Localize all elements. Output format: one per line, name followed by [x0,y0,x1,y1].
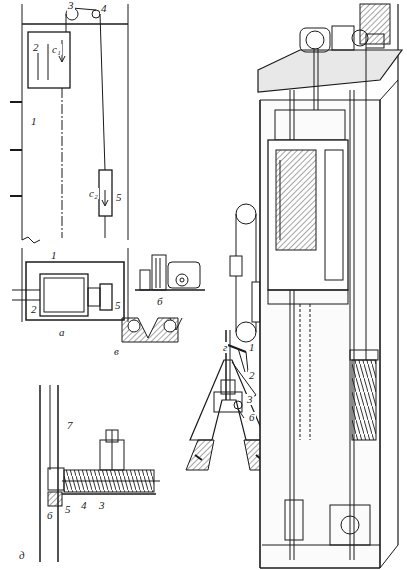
callout-label: 1 [50,250,58,261]
callout-label: 5 [64,504,72,515]
callout-label: 7 [66,420,74,431]
scheme-g [230,204,260,342]
callout-label: 2 [248,370,256,381]
callout-label: 3 [246,394,254,405]
safety-catcher [186,330,272,470]
callout-label: 5 [115,192,123,203]
callout-label: 2 [30,304,38,315]
scheme-d [40,385,160,562]
scheme-v-grooves [122,318,182,342]
elevator-shaft-view [258,4,402,568]
callout-label: б [156,296,164,307]
callout-label: 3 [98,500,106,511]
scheme-b-winch [135,255,205,290]
callout-label: 4 [100,3,108,14]
callout-label: г [222,342,228,353]
callout-label: 4 [80,500,88,511]
callout-label: д [18,550,26,561]
callout-label: с₂ [88,188,99,199]
callout-label: а [58,327,66,338]
callout-label: 3 [67,0,75,11]
callout-label: 5 [114,300,122,311]
callout-label: 2 [32,42,40,53]
callout-label: 6 [248,412,256,423]
callout-label: 6 [46,510,54,521]
callout-label: 1 [30,116,38,127]
callout-label: 1 [248,342,256,353]
scheme-a [10,4,128,322]
callout-label: с₁ [51,44,62,55]
callout-label: в [113,346,120,357]
